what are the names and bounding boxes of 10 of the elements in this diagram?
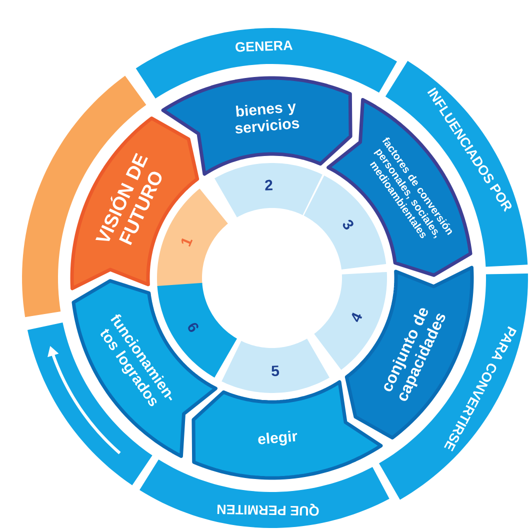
segment-box: elegir <box>192 380 383 480</box>
ring-band: GENERA <box>136 28 397 99</box>
segment-box: bienes y servicios <box>161 76 352 176</box>
node-label: 2 <box>265 180 272 190</box>
number-segment: 4 <box>314 272 387 370</box>
number-segment: 5 <box>222 338 330 393</box>
ring-band: QUE PERMITEN <box>140 459 390 528</box>
node-label: QUE PERMITEN <box>217 504 319 516</box>
number-segment: 1 <box>157 188 228 288</box>
number-segment: 2 <box>214 163 322 218</box>
